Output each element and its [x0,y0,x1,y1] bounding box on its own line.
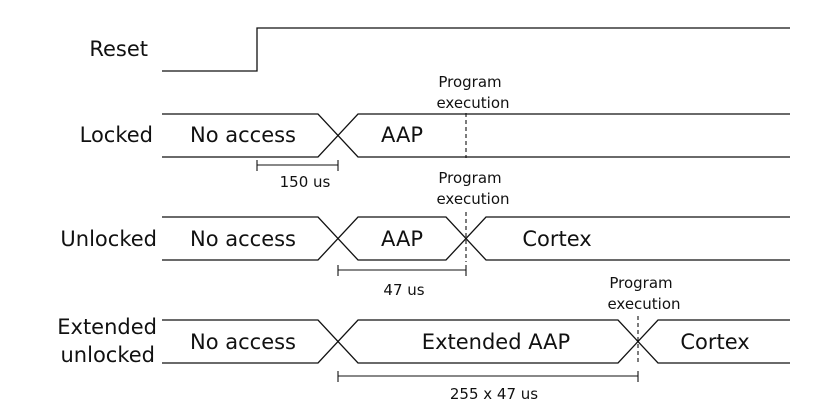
unlocked-state-cortex: Cortex [522,227,591,251]
locked-duration-label: 150 us [280,173,331,191]
extended-marker-label-line2: execution [607,295,680,313]
extended-state-extended-aap: Extended AAP [422,330,570,354]
unlocked-bus-lower [162,216,790,261]
extended-marker-label-line1: Program [609,274,672,292]
locked-state-aap: AAP [381,123,423,147]
unlocked-marker-label-line1: Program [438,169,501,187]
locked-duration-bracket [256,160,339,171]
extended-state-no-access: No access [190,330,296,354]
row-label-locked: Locked [80,123,153,147]
extended-bus-lower [162,319,790,364]
unlocked-state-aap: AAP [381,227,423,251]
locked-marker-label-line1: Program [438,73,501,91]
row-label-reset: Reset [89,37,148,61]
locked-state-no-access: No access [190,123,296,147]
locked-bus-upper [162,113,790,158]
locked-marker-label-line2: execution [436,94,509,112]
unlocked-bus-upper [162,216,790,261]
reset-waveform [162,27,790,72]
extended-bus-upper [162,319,790,364]
row-label-unlocked: Unlocked [60,227,157,251]
row-label-extended: Extended [57,315,157,339]
unlocked-duration-label: 47 us [383,281,424,299]
extended-duration-bracket [337,371,639,382]
unlocked-state-no-access: No access [190,227,296,251]
unlocked-duration-bracket [337,265,467,276]
extended-duration-label: 255 x 47 us [450,385,538,403]
row-label-unlocked-2: unlocked [60,343,155,367]
extended-state-cortex: Cortex [680,330,749,354]
unlocked-marker-label-line2: execution [436,190,509,208]
